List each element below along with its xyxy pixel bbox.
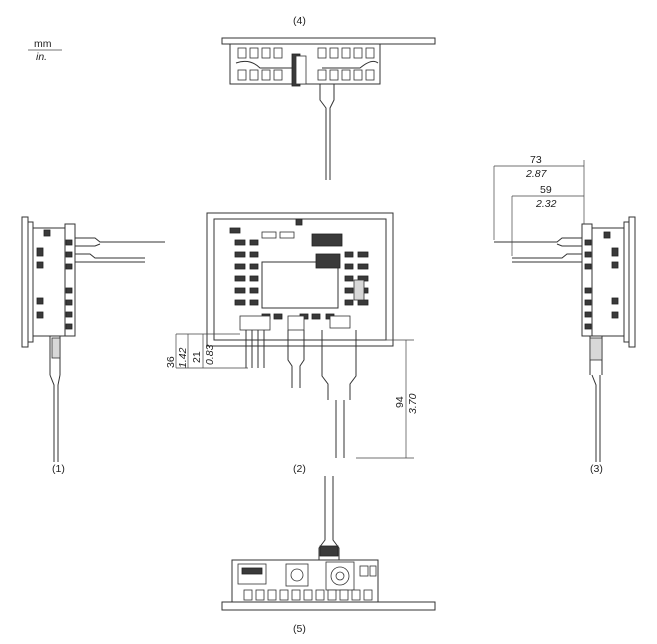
dim-depth-lines [494, 165, 584, 197]
label-view-4: (4) [293, 15, 306, 27]
bottom-cable-boot [319, 545, 339, 557]
dim-36-mm: 36 [165, 356, 177, 368]
left-body [32, 227, 66, 337]
front-serial-cable [287, 330, 305, 388]
left-cable-upper [75, 237, 165, 247]
right-cable-lower [512, 253, 582, 263]
front-terminal-block [239, 315, 271, 331]
top-view: (4) [221, 15, 436, 180]
right-body [591, 227, 625, 337]
front-db-connector [321, 330, 357, 400]
right-bezel [628, 216, 636, 348]
left-cable-lower [75, 253, 145, 263]
front-db-cable [335, 400, 345, 458]
dim-94-mm: 94 [394, 396, 406, 408]
left-bezel [21, 216, 29, 348]
dim-59-mm: 59 [540, 184, 552, 196]
bottom-vents [243, 565, 377, 601]
front-bezel [206, 212, 394, 347]
dim-21-in: 0.83 [204, 344, 216, 365]
top-vents [237, 47, 375, 81]
units-legend: mm in. [28, 38, 62, 63]
dim-conn-lines [176, 333, 248, 369]
front-switch [353, 279, 365, 301]
right-cable-upper [494, 237, 582, 247]
front-usb-port [311, 233, 343, 247]
bottom-view: (5) [221, 476, 436, 635]
label-view-1: (1) [52, 463, 65, 475]
label-view-3: (3) [590, 463, 603, 475]
front-label-area [261, 261, 339, 309]
dim-36-in: 1.42 [177, 347, 189, 368]
bottom-cable [318, 476, 340, 560]
front-top-notch [295, 218, 303, 226]
top-bezel [221, 37, 436, 45]
front-view: (2) 36 1.42 21 0.83 94 3.70 [165, 212, 419, 475]
front-serial-port [287, 315, 305, 331]
bottom-bezel [221, 601, 436, 611]
left-rear [64, 223, 76, 337]
unit-imperial: in. [36, 51, 47, 63]
left-view: (1) [21, 216, 165, 475]
unit-metric: mm [34, 38, 52, 50]
right-rear [581, 223, 593, 337]
front-ethernet-port [315, 253, 341, 269]
dim-59-in: 2.32 [535, 198, 557, 210]
dim-94-in: 3.70 [407, 393, 419, 414]
right-view: (3) 73 2.87 59 2.32 [493, 154, 636, 475]
top-connector-housing [295, 55, 307, 85]
front-db-port [329, 315, 351, 329]
top-ribs [235, 60, 379, 69]
left-bezel-inner [27, 221, 34, 343]
front-power-pins [245, 330, 265, 368]
dim-21-mm: 21 [191, 351, 203, 363]
label-view-2: (2) [293, 463, 306, 475]
right-bottom-connector [589, 337, 603, 361]
front-vents [229, 227, 369, 320]
left-bottom-connector [51, 337, 61, 359]
label-view-5: (5) [293, 623, 306, 635]
dim-depth-extension [493, 160, 585, 256]
top-cable [319, 84, 335, 180]
dim-94-lines [356, 339, 414, 459]
dim-73-in: 2.87 [525, 168, 548, 180]
right-bezel-inner [623, 221, 630, 343]
dim-73-mm: 73 [530, 154, 542, 166]
right-slots [584, 231, 619, 330]
left-slots [36, 229, 73, 330]
